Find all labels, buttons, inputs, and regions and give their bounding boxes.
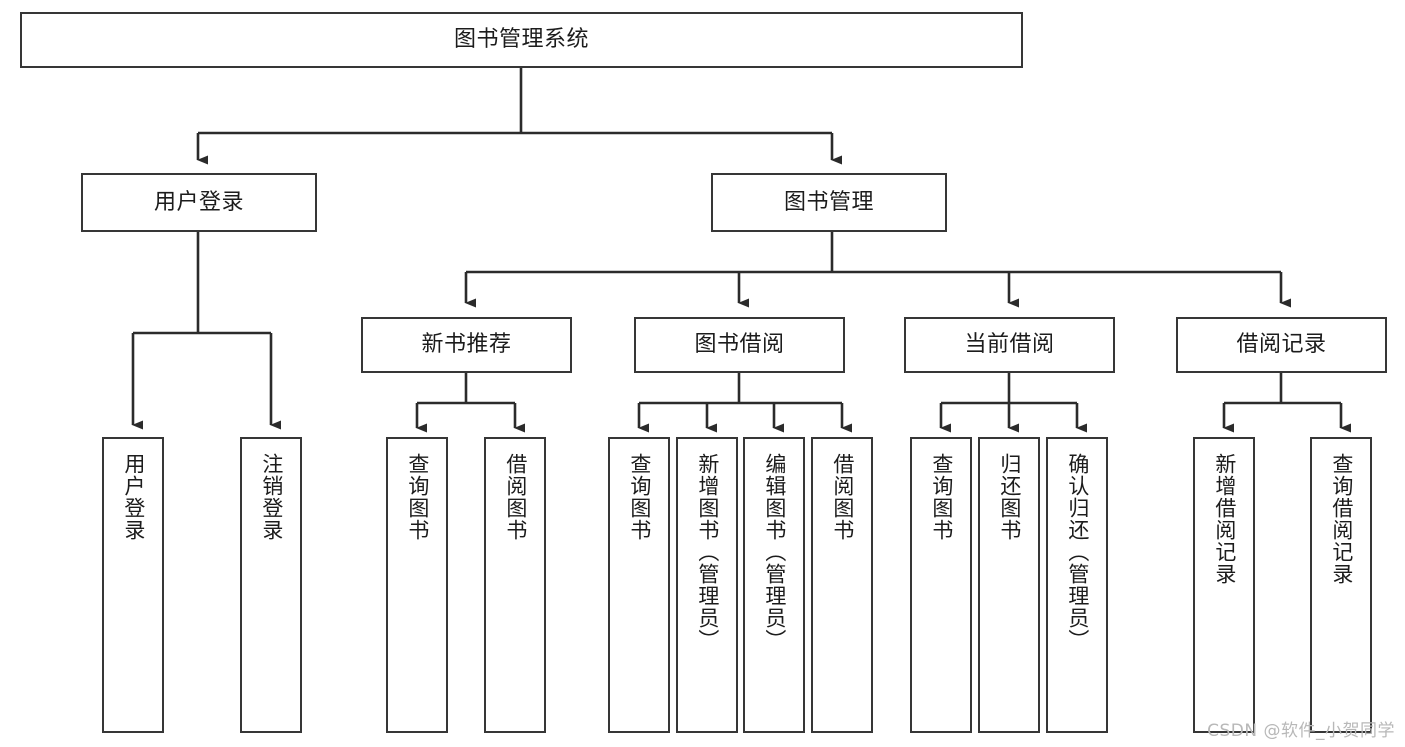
node-label: 注销登录	[259, 453, 284, 541]
node-label: 查询图书	[405, 453, 430, 541]
leaf-record-add-record[interactable]: 新增借阅记录	[1193, 437, 1255, 733]
node-label: 归还图书	[997, 453, 1022, 541]
node-user-login[interactable]: 用户登录	[81, 173, 317, 232]
leaf-borrow-add-book-admin[interactable]: 新增图书（管理员）	[676, 437, 738, 733]
node-label: 借阅记录	[1236, 332, 1327, 358]
node-current-borrowing[interactable]: 当前借阅	[904, 317, 1115, 373]
node-label: 新书推荐	[421, 332, 512, 358]
node-label: 编辑图书（管理员）	[762, 453, 787, 651]
node-label: 新增借阅记录	[1212, 453, 1237, 585]
leaf-user-login-logout[interactable]: 注销登录	[240, 437, 302, 733]
node-book-borrowing[interactable]: 图书借阅	[634, 317, 845, 373]
node-label: 图书管理系统	[453, 27, 589, 53]
leaf-borrow-query-books[interactable]: 查询图书	[608, 437, 670, 733]
leaf-borrow-borrow-books[interactable]: 借阅图书	[811, 437, 873, 733]
node-label: 借阅图书	[830, 453, 855, 541]
node-label: 查询借阅记录	[1329, 453, 1354, 585]
leaf-new-book-query-books[interactable]: 查询图书	[386, 437, 448, 733]
node-borrowing-record[interactable]: 借阅记录	[1176, 317, 1387, 373]
node-label: 图书借阅	[694, 332, 785, 358]
leaf-current-return-books[interactable]: 归还图书	[978, 437, 1040, 733]
leaf-borrow-edit-book-admin[interactable]: 编辑图书（管理员）	[743, 437, 805, 733]
node-label: 查询图书	[929, 453, 954, 541]
node-label: 当前借阅	[964, 332, 1055, 358]
node-book-management[interactable]: 图书管理	[711, 173, 947, 232]
leaf-current-confirm-return-admin[interactable]: 确认归还（管理员）	[1046, 437, 1108, 733]
node-label: 新增图书（管理员）	[695, 453, 720, 651]
node-label: 借阅图书	[503, 453, 528, 541]
node-new-book-recommendation[interactable]: 新书推荐	[361, 317, 572, 373]
node-label: 确认归还（管理员）	[1065, 453, 1090, 651]
node-label: 用户登录	[121, 453, 146, 541]
node-label: 用户登录	[153, 189, 244, 215]
leaf-record-query-record[interactable]: 查询借阅记录	[1310, 437, 1372, 733]
leaf-new-book-borrow-books[interactable]: 借阅图书	[484, 437, 546, 733]
node-root-book-management-system[interactable]: 图书管理系统	[20, 12, 1023, 68]
csdn-watermark: CSDN @软件_小贺同学	[1207, 721, 1395, 741]
node-label: 图书管理	[783, 189, 874, 215]
leaf-user-login-login[interactable]: 用户登录	[102, 437, 164, 733]
leaf-current-query-books[interactable]: 查询图书	[910, 437, 972, 733]
node-label: 查询图书	[627, 453, 652, 541]
